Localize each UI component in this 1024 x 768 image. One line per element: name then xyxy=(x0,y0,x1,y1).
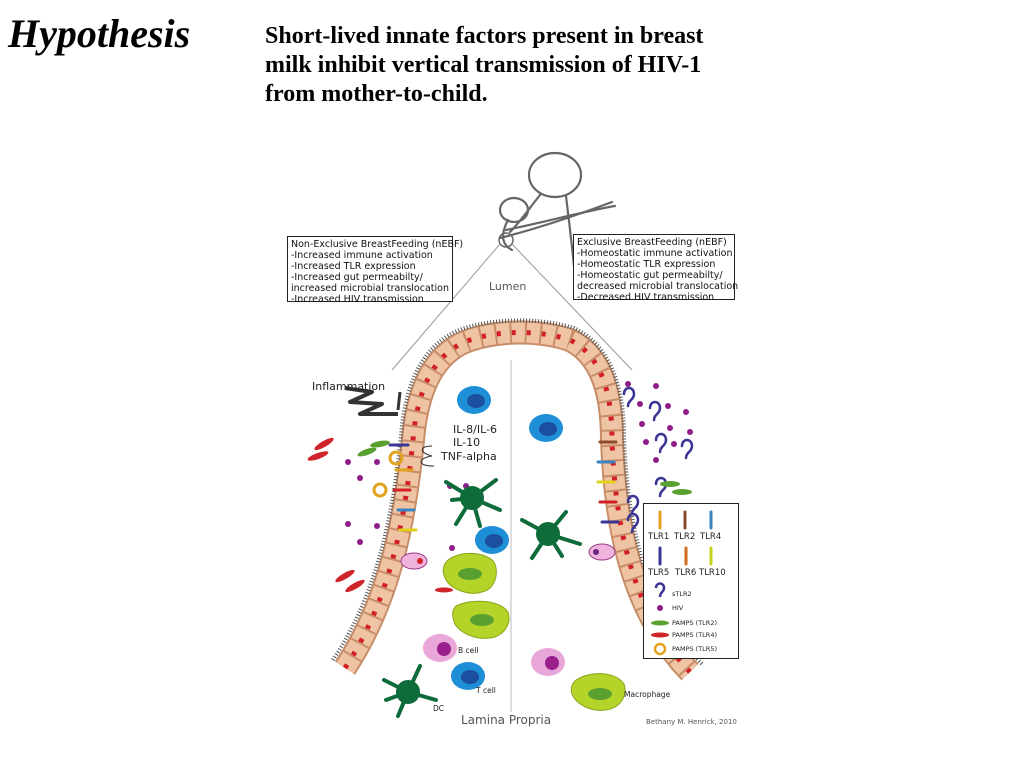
mother-child-sketch xyxy=(498,151,617,292)
cytokine-label-2: IL-10 xyxy=(453,436,481,449)
legend-tlr6: TLR6 xyxy=(675,568,697,578)
legend-tlr2: TLR2 xyxy=(674,532,696,542)
page-title: Hypothesis xyxy=(8,11,191,56)
legend-symbols xyxy=(651,510,713,656)
cytokine-label-1: IL-8/IL-6 xyxy=(453,423,497,436)
ebf-box: Exclusive BreastFeeding (nEBF) -Homeosta… xyxy=(573,234,739,303)
lumen-label: Lumen xyxy=(489,280,527,293)
legend-hiv: HIV xyxy=(672,604,684,612)
dendritic-cells xyxy=(382,478,582,718)
legend-pamps-tlr2: PAMPS (TLR2) xyxy=(672,619,717,627)
dc-label: DC xyxy=(433,704,445,713)
ebf-line: -Homeostatic gut permeabilty/ xyxy=(577,270,723,281)
credit-label: Bethany M. Henrick, 2010 xyxy=(646,718,737,726)
nebf-line: -Increased immune activation xyxy=(291,250,433,261)
nebf-line: -Increased gut permeabilty/ xyxy=(291,272,423,283)
legend-tlr4: TLR4 xyxy=(700,532,722,542)
nebf-line: increased microbial translocation xyxy=(291,283,449,294)
legend-tlr1: TLR1 xyxy=(648,532,670,542)
nebf-line: Non-Exclusive BreastFeeding (nEBF) xyxy=(291,239,464,250)
bcell-label: B cell xyxy=(458,646,479,655)
cytokine-label-3: TNF-alpha xyxy=(441,450,497,463)
tcell-label: T cell xyxy=(476,686,496,695)
ebf-line: -Decreased HIV transmission xyxy=(577,292,715,303)
nebf-line: -Increased TLR expression xyxy=(291,261,416,272)
ebf-line: Exclusive BreastFeeding (nEBF) xyxy=(577,237,727,248)
b-cells xyxy=(423,634,565,676)
ebf-line: decreased microbial translocation xyxy=(577,281,739,292)
legend: TLR1 TLR2 TLR4 TLR5 TLR6 TLR10 sTLR2 HIV… xyxy=(643,503,739,659)
macrophages xyxy=(442,553,626,711)
legend-tlr10: TLR10 xyxy=(699,568,726,578)
legend-pamps-tlr4: PAMPS (TLR4) xyxy=(672,631,717,639)
t-cells xyxy=(451,386,563,690)
left-pamps xyxy=(307,437,469,593)
macrophage-label: Macrophage xyxy=(624,690,671,699)
nebf-box: Non-Exclusive BreastFeeding (nEBF) -Incr… xyxy=(287,236,464,305)
nebf-line: -Increased HIV transmission xyxy=(291,294,424,305)
villus-epithelium xyxy=(331,318,704,681)
legend-tlr5: TLR5 xyxy=(648,568,670,578)
legend-stlr2: sTLR2 xyxy=(672,590,692,598)
right-pamps xyxy=(625,381,693,463)
legend-pamps-tlr5: PAMPS (TLR5) xyxy=(672,645,717,653)
lamina-propria-label: Lamina Propria xyxy=(461,713,552,727)
ebf-line: -Homeostatic TLR expression xyxy=(577,259,716,270)
hypothesis-statement: Short-lived innate factors present in br… xyxy=(265,23,704,107)
ebf-line: -Homeostatic immune activation xyxy=(577,248,733,259)
inflammation-label: Inflammation xyxy=(312,380,386,393)
